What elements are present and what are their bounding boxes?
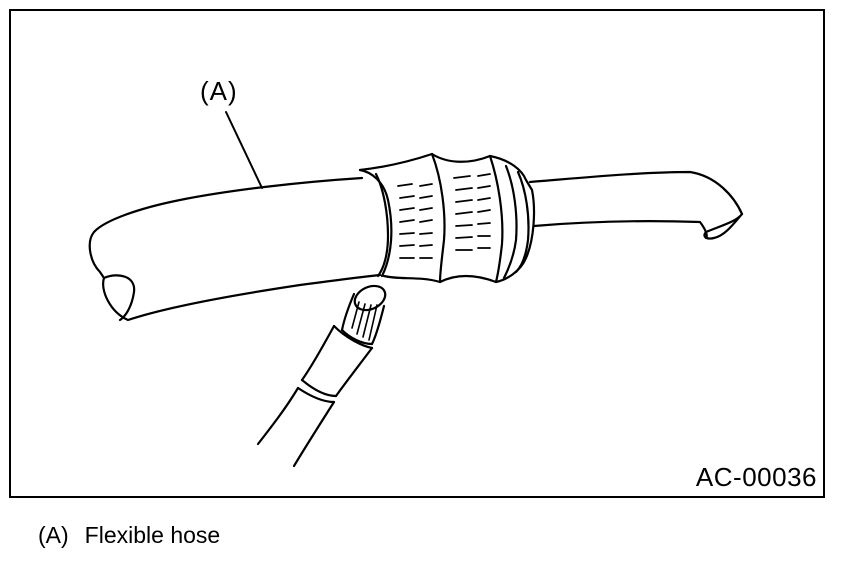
insertion-tool [256,284,387,468]
flexible-hose-left [88,176,382,322]
callout-label-a: (A) [200,76,238,106]
flexible-hose-right [528,170,744,240]
figure-id: AC-00036 [695,462,817,492]
legend: (A) Flexible hose [38,521,220,549]
callout-leader-line [225,111,263,189]
bellows-ribs [397,173,491,259]
bellows-coupling [358,152,536,284]
figure-frame [9,9,825,498]
legend-description: Flexible hose [84,522,221,548]
legend-key: (A) [38,522,69,548]
